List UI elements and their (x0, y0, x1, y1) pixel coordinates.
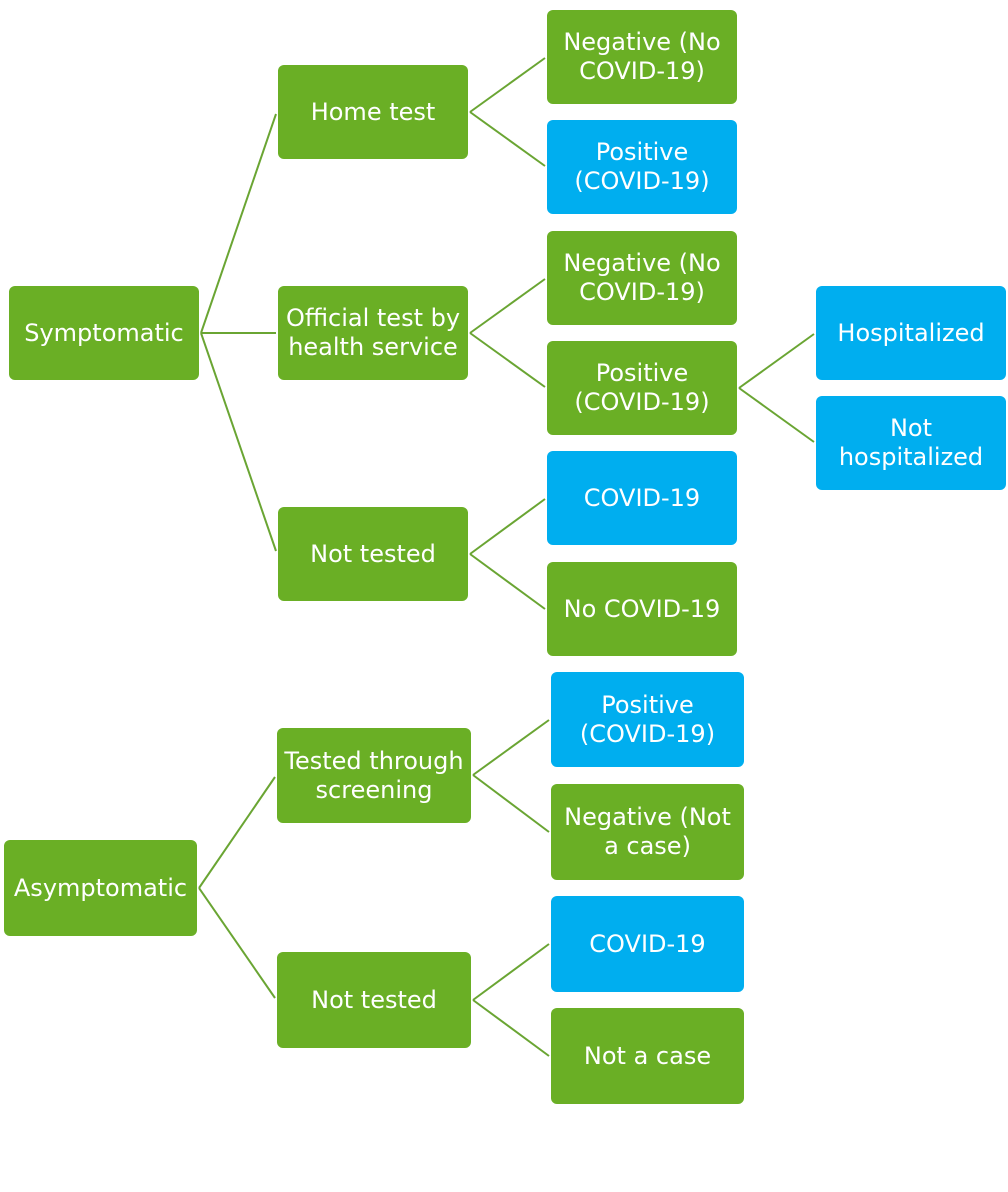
node-asym-not-tested-covid: COVID-19 (551, 896, 744, 992)
node-official-test: Official test by health service (278, 286, 468, 380)
node-home-positive: Positive (COVID-19) (547, 120, 737, 214)
node-home-test: Home test (278, 65, 468, 159)
node-screening-positive: Positive (COVID-19) (551, 672, 744, 767)
connector (469, 332, 546, 388)
connector (469, 278, 546, 334)
node-not-tested-no-covid: No COVID-19 (547, 562, 737, 656)
node-home-negative: Negative (No COVID-19) (547, 10, 737, 104)
node-not-hospitalized: Not hospitalized (816, 396, 1006, 490)
connector (469, 57, 546, 113)
node-symptomatic: Symptomatic (9, 286, 199, 380)
connector (738, 333, 815, 389)
connector (469, 111, 546, 167)
connector (472, 999, 550, 1057)
connector (200, 113, 277, 334)
connector (469, 553, 546, 610)
node-official-negative: Negative (No COVID-19) (547, 231, 737, 325)
connector (198, 776, 276, 889)
connector (472, 774, 550, 833)
connector (472, 719, 550, 776)
node-official-positive: Positive (COVID-19) (547, 341, 737, 435)
connector (472, 943, 550, 1001)
node-tested-through-screening: Tested through screening (277, 728, 471, 823)
connector (200, 332, 277, 552)
node-screening-negative: Negative (Not a case) (551, 784, 744, 880)
node-hospitalized: Hospitalized (816, 286, 1006, 380)
connector (738, 387, 815, 443)
connector (469, 498, 546, 555)
node-not-tested-asymptomatic: Not tested (277, 952, 471, 1048)
connector (198, 887, 276, 999)
node-asym-not-tested-not-case: Not a case (551, 1008, 744, 1104)
node-asymptomatic: Asymptomatic (4, 840, 197, 936)
node-not-tested-covid: COVID-19 (547, 451, 737, 545)
node-not-tested-symptomatic: Not tested (278, 507, 468, 601)
